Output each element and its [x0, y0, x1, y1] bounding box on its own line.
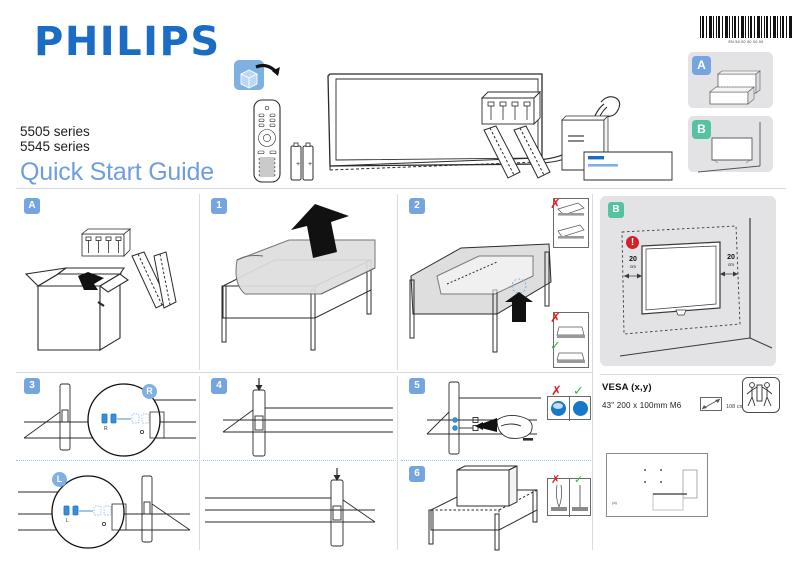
panel-3-illustration-right: R	[23, 383, 196, 457]
svg-text:(a): (a)	[612, 500, 618, 505]
vesa-divider	[600, 374, 782, 375]
panel-divider-4	[199, 376, 200, 550]
preview-badge-b: B	[692, 120, 711, 139]
panel-5-illustration	[426, 381, 541, 455]
header-divider	[16, 188, 786, 189]
panel-1: 1	[203, 194, 396, 370]
step3-marker-l: L	[52, 472, 67, 487]
documentation-illustration	[561, 115, 673, 181]
two-person-lift-icon	[742, 377, 780, 413]
panel-badge-3: 3	[24, 378, 40, 394]
panel-b-illustration	[619, 218, 773, 357]
panel-badge-6: 6	[409, 466, 425, 482]
batteries-illustration: + +	[290, 142, 314, 181]
stand-legs-illustration	[483, 125, 551, 179]
panel-3: 3	[16, 376, 198, 460]
panel-divider-3	[592, 194, 593, 550]
panel-2-cross-icon-2: ✗	[550, 310, 561, 325]
panel-badge-1: 1	[211, 198, 227, 214]
panel-6-illustration	[428, 465, 538, 551]
preview-badge-a: A	[692, 56, 711, 75]
panel-4-bottom	[203, 464, 396, 550]
panel-badge-b: B	[608, 202, 624, 218]
svg-text:+: +	[308, 161, 312, 168]
panel-5-check-icon: ✓	[573, 383, 584, 398]
remote-control-illustration	[253, 99, 281, 183]
panel-2: 2 ✗	[401, 194, 591, 370]
series-line-1: 5505 series	[20, 124, 90, 139]
panel-a-illustration	[24, 228, 177, 351]
panel-5-blue-dot-good	[573, 401, 588, 416]
panel-1-illustration	[221, 204, 376, 351]
panel-badge-a: A	[24, 198, 40, 214]
series-block: 5505 series 5545 series Quick Start Guid…	[20, 124, 214, 187]
barcode-block: EN 54 00 00 00 00	[700, 16, 792, 44]
panel-5-blue-dot-bad	[551, 401, 566, 416]
panel-divider-5	[397, 376, 398, 550]
panel-a: A	[16, 194, 198, 370]
preview-b-illustration	[697, 122, 761, 173]
step3-marker-r: R	[142, 384, 157, 399]
panel-2-check-icon: ✓	[550, 338, 561, 353]
panel-4: 4	[203, 376, 396, 460]
panel-2-illustration	[409, 243, 552, 353]
diagonal-icon	[700, 397, 722, 411]
panel-divider-1	[199, 194, 200, 370]
panel-5-indicator-box	[547, 396, 591, 421]
panel-badge-5: 5	[409, 378, 425, 394]
panel-2-warning-top: ✗	[550, 196, 589, 248]
row-divider	[16, 372, 592, 373]
panel-badge-4: 4	[211, 378, 227, 394]
hero-illustration: + +	[232, 58, 673, 190]
panel-6-indicator-box: ✗ ✓	[547, 474, 591, 517]
vesa-spec: 43" 200 x 100mm M6	[602, 401, 682, 410]
panel-2-cross-icon: ✗	[550, 196, 561, 211]
vesa-title: VESA (x,y)	[602, 382, 652, 393]
panel-2-warning-bottom: ✗ ✓	[550, 310, 589, 368]
panel-divider-2	[397, 194, 398, 370]
panel-3-illustration-left: L	[18, 475, 191, 549]
panel-4-illustration-bottom	[205, 468, 376, 547]
diagonal-value: 108 cm	[726, 404, 745, 410]
philips-logo: PHILIPS	[34, 19, 221, 65]
panel-5-dotted-divider	[401, 460, 591, 461]
panel-3-left: L L	[16, 464, 198, 550]
panel-badge-2: 2	[409, 198, 425, 214]
svg-text:+: +	[296, 161, 300, 168]
panel-6: 6 ✗	[401, 464, 591, 551]
page-title: Quick Start Guide	[20, 158, 214, 186]
barcode-code: EN 54 00 00 00 00	[728, 40, 764, 44]
series-line-2: 5545 series	[20, 139, 90, 154]
svg-text:R: R	[104, 426, 108, 432]
panel-5: 5	[401, 376, 591, 460]
panel-6-check-icon: ✓	[574, 474, 584, 486]
panel-b-warning-icon: !	[626, 236, 639, 249]
preview-thumbnail-b: B	[688, 116, 773, 173]
vesa-backpanel-diagram: (a)	[606, 453, 708, 517]
barcode-icon	[700, 16, 792, 38]
panel-6-cross-icon: ✗	[551, 474, 561, 486]
preview-a-illustration	[709, 70, 761, 105]
screw-pack-illustration	[480, 90, 542, 126]
panel-5-cross-icon: ✗	[551, 383, 562, 398]
unpack-icon	[234, 60, 280, 90]
panel-3-dotted-divider	[16, 460, 198, 461]
preview-thumbnail-a: A	[688, 52, 773, 108]
panel-4-dotted-divider	[203, 460, 396, 461]
panel-4-illustration-top	[222, 378, 393, 457]
svg-text:L: L	[66, 518, 69, 524]
